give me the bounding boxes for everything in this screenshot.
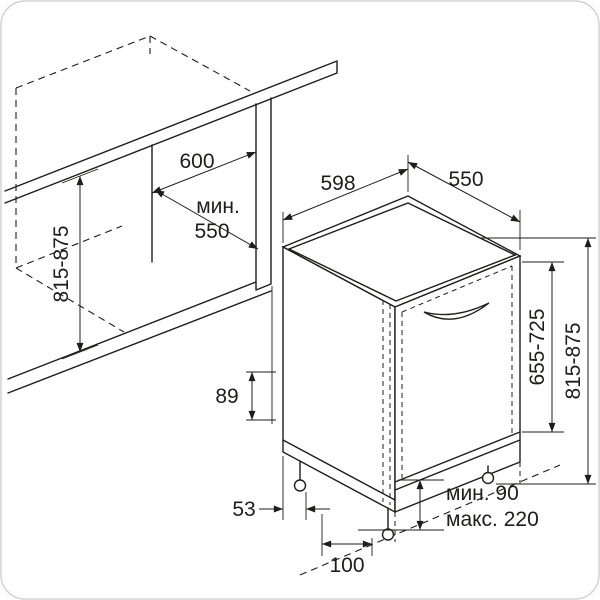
base-recess-height-label: 89	[215, 385, 238, 408]
door-hidden-lines	[382, 265, 521, 542]
plinth-max-label: макс. 220	[446, 508, 539, 531]
door-handle	[423, 302, 490, 320]
extension-lines	[246, 286, 276, 424]
dim-appliance-depth: 550	[407, 161, 521, 250]
counter-top	[4, 60, 338, 204]
extension-lines	[321, 514, 373, 556]
dim-plinth-range: мин. 90 макс. 220	[358, 479, 539, 531]
niche-width-label: 600	[179, 150, 214, 173]
dim-base-recess-depth: 53	[232, 456, 330, 521]
appliance-depth-label: 550	[448, 168, 483, 191]
dim-niche-width: 600	[151, 150, 257, 194]
foot-front	[381, 528, 395, 541]
dim-line	[154, 189, 259, 250]
dim-line	[407, 161, 521, 223]
counter-lines	[4, 60, 338, 204]
dim-line	[282, 168, 409, 221]
dim-door-height: 655-725	[522, 261, 564, 433]
dim-niche-height: 815-875	[50, 168, 99, 360]
body-detail-lines	[282, 202, 521, 530]
niche-outline	[7, 97, 272, 394]
dim-foot-offset: 100	[321, 514, 373, 577]
foot-offset-label: 100	[329, 554, 364, 577]
appliance-height-label: 815-875	[562, 322, 585, 399]
extension-lines	[480, 237, 596, 485]
base-recess-depth-label: 53	[232, 498, 255, 521]
niche-depth-prefix-label: мин.	[196, 195, 240, 218]
dim-base-recess-height: 89	[215, 286, 276, 424]
plinth-min-label: мин. 90	[446, 482, 519, 505]
niche-depth-value-label: 550	[194, 220, 229, 243]
dim-line	[151, 151, 257, 194]
foot-left	[293, 479, 307, 492]
appliance-width-label: 598	[320, 172, 355, 195]
dim-niche-depth: мин. 550	[154, 189, 259, 250]
extension-lines	[522, 261, 564, 433]
niche-hidden-edges	[15, 35, 251, 333]
niche-solid-lines	[7, 97, 272, 394]
niche-dashed-lines	[15, 35, 251, 333]
niche-height-label: 815-875	[50, 225, 73, 302]
dishwasher-body	[281, 195, 522, 542]
foot-right	[481, 471, 495, 485]
door-height-label: 655-725	[526, 308, 549, 385]
dim-appliance-height: 815-875	[480, 237, 596, 485]
